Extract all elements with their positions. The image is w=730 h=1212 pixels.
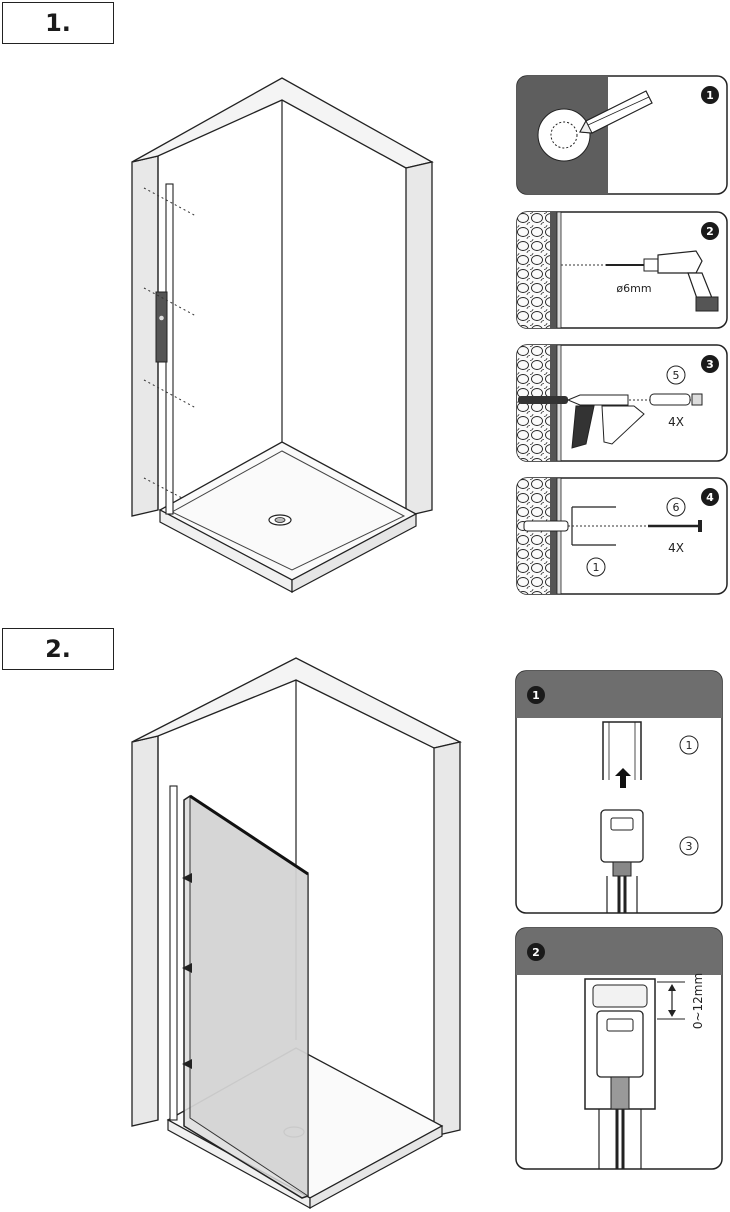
profile-number: 1 bbox=[593, 561, 600, 574]
glass-panel bbox=[184, 796, 308, 1198]
badge-number: 1 bbox=[532, 689, 540, 702]
left-wall-section bbox=[132, 736, 158, 1126]
badge-number: 3 bbox=[706, 358, 714, 371]
step-2-number: 2. bbox=[45, 635, 71, 663]
detail-panel-anchors: 5 4X 3 bbox=[516, 344, 728, 462]
quantity: 4X bbox=[668, 541, 684, 555]
badge-number: 2 bbox=[706, 225, 714, 238]
detail-panel-screws: 6 4X 1 4 bbox=[516, 477, 728, 595]
right-wall-section bbox=[406, 162, 432, 516]
drill-size: ø6mm bbox=[616, 282, 651, 295]
part-number: 3 bbox=[686, 840, 693, 853]
detail-panel-insert-profile: 1 1 3 bbox=[515, 670, 723, 914]
wall-profile bbox=[170, 786, 177, 1120]
detail-panel-drilling: ø6mm 2 bbox=[516, 211, 728, 329]
step-1-number: 1. bbox=[45, 9, 71, 37]
badge-number: 1 bbox=[706, 89, 714, 102]
step-2-label: 2. bbox=[2, 628, 114, 670]
step-2-enclosure-illustration bbox=[120, 650, 470, 1210]
wall-plug-icon bbox=[650, 394, 702, 405]
badge-number: 2 bbox=[532, 946, 540, 959]
marking-circle bbox=[538, 109, 590, 161]
shower-tray bbox=[160, 442, 416, 580]
detail-panel-adjustment: 2 0~12mm bbox=[515, 927, 723, 1170]
part-number: 5 bbox=[673, 369, 680, 382]
part-number: 6 bbox=[673, 501, 680, 514]
left-wall-section bbox=[132, 156, 158, 516]
step-1-enclosure-illustration bbox=[120, 70, 450, 610]
part-number: 1 bbox=[686, 739, 693, 752]
adjustment-range: 0~12mm bbox=[691, 973, 705, 1029]
badge-number: 4 bbox=[706, 491, 714, 504]
quantity: 4X bbox=[668, 415, 684, 429]
detail-panel-marking: 1 bbox=[516, 75, 728, 195]
right-wall-section bbox=[434, 742, 460, 1136]
step-1-label: 1. bbox=[2, 2, 114, 44]
spirit-level-tool bbox=[156, 292, 167, 362]
